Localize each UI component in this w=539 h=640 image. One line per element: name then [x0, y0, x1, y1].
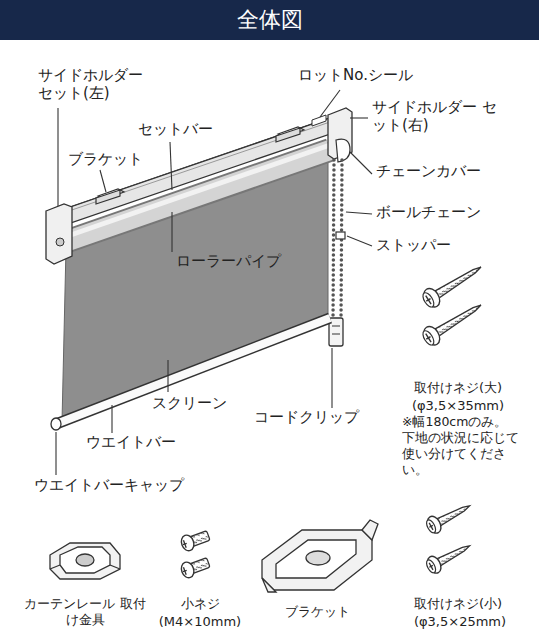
- part-name: ウエイトバーキャップ: [34, 476, 234, 494]
- part-name: 取付けネジ(大): [388, 380, 528, 396]
- part-name: チェーンカバー: [376, 162, 526, 180]
- part-name: サイドホルダー セット(右): [372, 98, 497, 134]
- part-name: ボールチェーン: [376, 203, 526, 221]
- part-name: ブラケット: [68, 150, 168, 168]
- part-name: ウエイトバー: [86, 433, 206, 451]
- part-name: 小ネジ: [150, 596, 250, 612]
- part-name: ブラケット: [262, 604, 372, 620]
- dimension: (φ3,5×35mm): [384, 398, 532, 414]
- part-name: サイドホルダー セット(左): [38, 66, 158, 102]
- title: 全体図: [0, 5, 539, 35]
- note: ※幅180cmのみ。下地の状況に応じて使い分けてください。: [402, 414, 520, 478]
- part-name: スクリーン: [152, 394, 262, 412]
- part-name: ローラーパイプ: [176, 252, 306, 270]
- part-name: ロットNo.シール: [298, 66, 438, 84]
- dimension: (M4×10mm): [140, 614, 260, 630]
- part-name: セットバー: [138, 120, 248, 138]
- part-name: コードクリップ: [254, 408, 394, 426]
- dimension: (φ3,5×25mm): [386, 614, 534, 630]
- part-name: ストッパー: [376, 236, 526, 254]
- part-name: カーテンレール 取付け金具: [20, 596, 150, 628]
- part-name: 取付けネジ(小): [388, 596, 528, 612]
